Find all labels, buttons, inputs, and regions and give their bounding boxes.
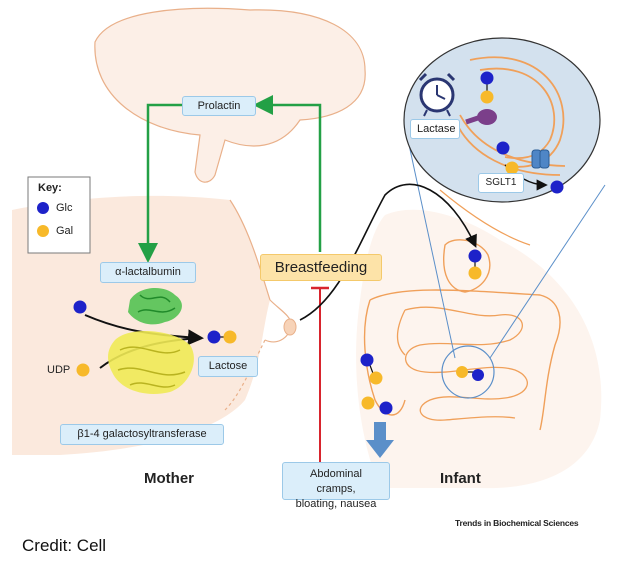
symptom-arrow [366, 422, 394, 458]
galactosyltransferase-protein [108, 330, 194, 394]
key-gal-label: Gal [56, 225, 74, 237]
alpha-lactalbumin-box: α-lactalbumin [100, 262, 196, 283]
lactose-box: Lactose [198, 356, 258, 377]
sglt1-box: SGLT1 [478, 173, 524, 193]
prolactin-pathway [138, 95, 322, 263]
key-glc-label: Glc [56, 202, 73, 214]
sugar-molecules [73, 71, 564, 415]
mother-body [12, 195, 297, 456]
lactase-box: Lactase [410, 119, 460, 139]
symptoms-line-1: Abdominal cramps, [310, 468, 362, 495]
key-box [27, 176, 91, 254]
symptoms-box: Abdominal cramps, bloating, nausea [282, 462, 390, 510]
lactase-enzyme-icon [465, 109, 497, 125]
key-title: Key: [38, 182, 62, 194]
alpha-lactalbumin-protein [128, 288, 182, 325]
clock-icon [418, 72, 456, 117]
udp-label: UDP [47, 364, 71, 376]
galactosyltransferase-box: β1-4 galactosyltransferase [60, 424, 224, 445]
prolactin-box: Prolactin [182, 96, 256, 116]
infant-abdomen [356, 189, 602, 489]
mother-label: Mother [144, 470, 194, 487]
zoom-cone [407, 139, 606, 399]
inhibition-line [311, 286, 329, 462]
sglt1-transporter-icon [531, 149, 550, 169]
image-credit: Credit: Cell [22, 536, 107, 555]
symptoms-line-2: bloating, nausea [295, 498, 377, 510]
mother-brain [94, 7, 366, 183]
infant-label: Infant [440, 470, 481, 487]
journal-name: Trends in Biochemical Sciences [455, 518, 579, 528]
breastfeeding-box: Breastfeeding [260, 254, 382, 281]
